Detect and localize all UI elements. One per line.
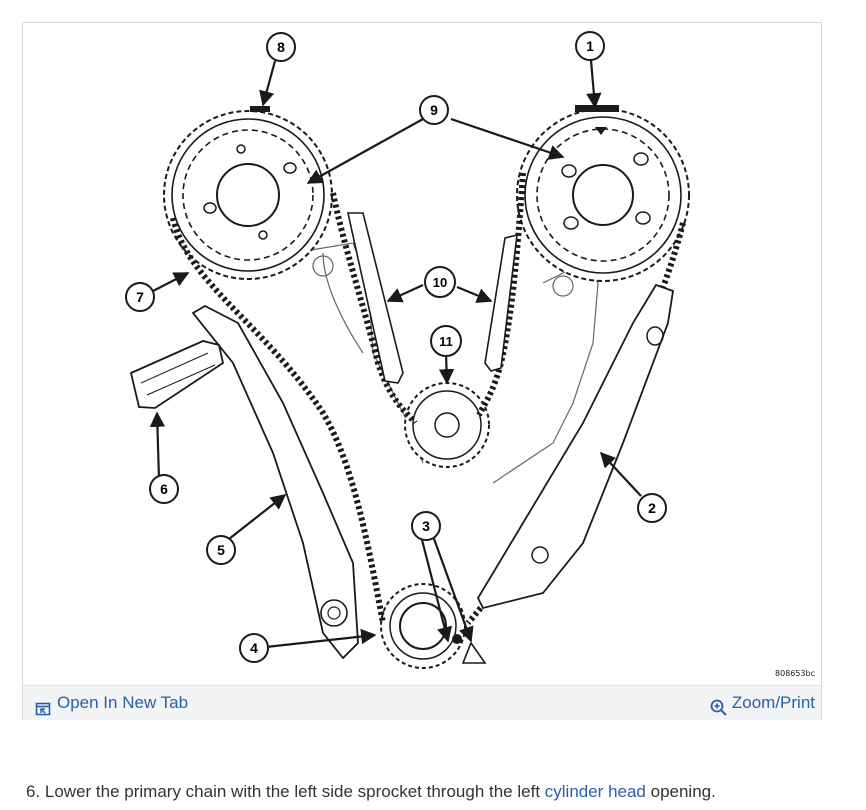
callout-10: 10	[424, 266, 456, 298]
svg-text:5: 5	[217, 542, 225, 558]
chain-guides	[347, 212, 518, 384]
svg-text:1: 1	[586, 38, 594, 54]
svg-text:6: 6	[160, 481, 168, 497]
timing-chain-diagram: 1 8 9 7 10	[23, 23, 821, 683]
svg-text:3: 3	[422, 518, 430, 534]
cylinder-head-link[interactable]: cylinder head	[544, 782, 646, 801]
callout-2: 2	[637, 493, 667, 523]
callout-4: 4	[239, 633, 269, 663]
callout-11: 11	[430, 325, 462, 357]
timing-mark-triangle	[461, 641, 487, 664]
svg-text:8: 8	[277, 39, 285, 55]
callout-6: 6	[149, 474, 179, 504]
open-in-new-tab-button[interactable]: Open In New Tab	[35, 686, 188, 720]
zoom-print-button[interactable]: Zoom/Print	[710, 686, 815, 720]
step-text-before: 6. Lower the primary chain with the left…	[26, 782, 545, 801]
diagram-svg: 1 8 9 7 10	[125, 31, 690, 669]
right-cam-sprocket	[516, 105, 690, 282]
step-instruction: 6. Lower the primary chain with the left…	[26, 782, 716, 802]
svg-text:10: 10	[433, 275, 447, 290]
callout-8: 8	[266, 32, 296, 62]
leader-arrows	[149, 59, 642, 649]
svg-text:7: 7	[136, 289, 144, 305]
left-tensioner-arm	[191, 304, 359, 660]
zoom-print-label: Zoom/Print	[731, 693, 815, 712]
svg-text:4: 4	[250, 640, 258, 656]
zoom-in-icon	[710, 695, 727, 716]
external-window-icon	[35, 695, 51, 716]
right-tensioner-arm	[476, 283, 675, 610]
svg-text:9: 9	[430, 102, 438, 118]
figure-frame: 1 8 9 7 10	[22, 22, 822, 720]
figure-code: 808653bc	[774, 669, 815, 678]
callouts: 1 8 9 7 10	[125, 31, 667, 663]
callout-3: 3	[411, 511, 441, 541]
callout-1: 1	[575, 31, 605, 61]
idler-sprocket	[404, 382, 490, 468]
svg-text:11: 11	[439, 334, 453, 349]
open-in-new-tab-label: Open In New Tab	[57, 693, 189, 712]
svg-text:2: 2	[648, 500, 656, 516]
hydraulic-tensioner	[129, 340, 225, 409]
crank-sprocket	[380, 583, 466, 669]
callout-5: 5	[206, 535, 236, 565]
callout-7: 7	[125, 282, 155, 312]
figure-toolbar: Open In New Tab Zoom/Print	[23, 685, 821, 720]
callout-9: 9	[419, 95, 449, 125]
left-cam-sprocket	[163, 106, 333, 280]
step-text-after: opening.	[645, 782, 716, 801]
